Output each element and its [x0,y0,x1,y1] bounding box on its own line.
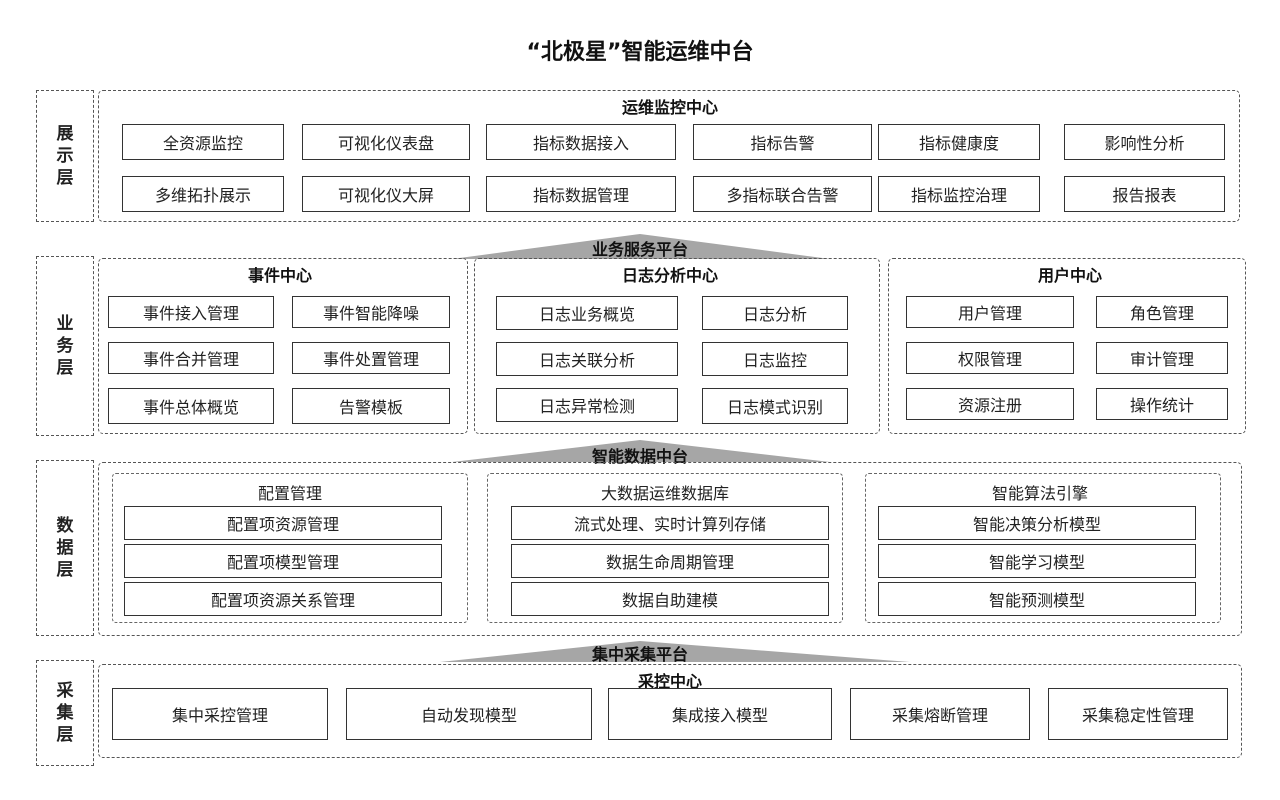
log-item: 日志分析 [702,296,848,330]
ops-monitoring-center [98,90,1240,222]
display-item: 报告报表 [1064,176,1225,212]
bigdata-item: 流式处理、实时计算列存储 [511,506,829,540]
log-analysis-center-header: 日志分析中心 [621,266,718,285]
config-item: 配置项模型管理 [124,544,442,578]
band-label-business: 业务服务平台 [591,240,688,259]
user-item: 权限管理 [906,342,1074,374]
log-analysis-center [474,258,880,434]
collect-control-center-header: 采控中心 [637,672,702,691]
event-item: 告警模板 [292,388,450,424]
display-item: 可视化仪表盘 [302,124,470,160]
collect-item: 采集稳定性管理 [1048,688,1228,740]
event-center-header: 事件中心 [247,266,312,285]
event-item: 事件处置管理 [292,342,450,374]
display-item: 全资源监控 [122,124,284,160]
log-item: 日志模式识别 [702,388,848,424]
user-item: 操作统计 [1096,388,1228,420]
band-label-data: 智能数据中台 [591,447,688,466]
layer-label-data: 数 据 层 [36,460,94,636]
log-item: 日志监控 [702,342,848,376]
log-item: 日志异常检测 [496,388,678,422]
ops-monitoring-center-header: 运维监控中心 [621,98,718,117]
config-management-header: 配置管理 [257,484,322,503]
layer-label-business-text: 业 务 层 [56,314,74,378]
layer-label-collect-text: 采 集 层 [56,681,74,745]
bigdata-ops-database-header: 大数据运维数据库 [600,484,729,503]
user-center [888,258,1246,434]
collect-control-center [98,664,1242,758]
page-title: “北极星”智能运维中台 [526,40,754,65]
ai-item: 智能预测模型 [878,582,1196,616]
config-management [112,473,468,623]
user-item: 用户管理 [906,296,1074,328]
band-triangle-collect [440,641,910,662]
collect-item: 自动发现模型 [346,688,592,740]
ai-algorithm-engine-header: 智能算法引擎 [991,484,1088,503]
display-item: 指标数据接入 [486,124,676,160]
display-item: 可视化仪大屏 [302,176,470,212]
data-layer-container [98,462,1242,636]
layer-label-business: 业 务 层 [36,256,94,436]
layer-label-display: 展 示 层 [36,90,94,222]
collect-item: 集成接入模型 [608,688,832,740]
event-item: 事件总体概览 [108,388,274,424]
bigdata-item: 数据生命周期管理 [511,544,829,578]
event-item: 事件接入管理 [108,296,274,328]
event-item: 事件合并管理 [108,342,274,374]
display-item: 指标健康度 [878,124,1040,160]
collect-item: 采集熔断管理 [850,688,1030,740]
display-item: 指标监控治理 [878,176,1040,212]
log-item: 日志关联分析 [496,342,678,376]
layer-label-collect: 采 集 层 [36,660,94,766]
display-item: 多维拓扑展示 [122,176,284,212]
collect-item: 集中采控管理 [112,688,328,740]
user-item: 审计管理 [1096,342,1228,374]
layer-label-data-text: 数 据 层 [56,516,74,580]
event-item: 事件智能降噪 [292,296,450,328]
ai-item: 智能决策分析模型 [878,506,1196,540]
bigdata-item: 数据自助建模 [511,582,829,616]
layer-label-display-text: 展 示 层 [56,124,74,188]
display-item: 多指标联合告警 [693,176,872,212]
band-triangle-data [452,440,830,462]
user-item: 资源注册 [906,388,1074,420]
display-item: 影响性分析 [1064,124,1225,160]
event-center [98,258,468,434]
bigdata-ops-database [487,473,843,623]
log-item: 日志业务概览 [496,296,678,330]
ai-item: 智能学习模型 [878,544,1196,578]
ai-algorithm-engine [865,473,1221,623]
band-triangle-business [452,234,830,259]
user-item: 角色管理 [1096,296,1228,328]
config-item: 配置项资源关系管理 [124,582,442,616]
config-item: 配置项资源管理 [124,506,442,540]
display-item: 指标告警 [693,124,872,160]
band-label-collect: 集中采集平台 [591,645,688,664]
user-center-header: 用户中心 [1037,266,1102,285]
display-item: 指标数据管理 [486,176,676,212]
